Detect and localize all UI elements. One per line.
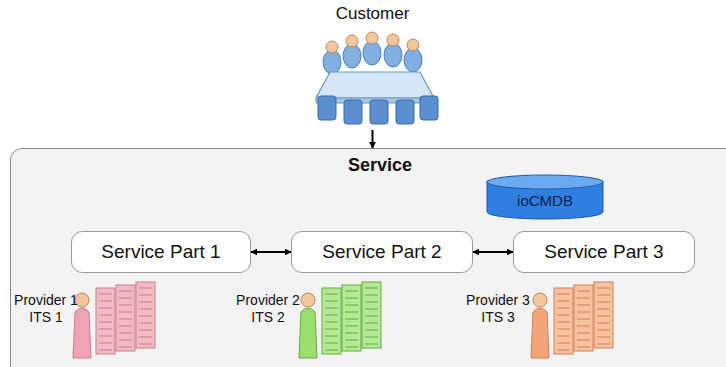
service-panel-fill <box>10 148 726 367</box>
connector-arrow <box>251 251 291 253</box>
node-label: ioCMDB <box>517 186 573 209</box>
service-panel: Service ioCMDB Service Part 1 Service Part … <box>10 148 726 367</box>
customer-meeting-icon <box>316 32 438 124</box>
customer-group: Customer <box>305 4 440 130</box>
group-heading: Customer <box>305 4 440 24</box>
process-box: Service Part 2 <box>291 231 473 273</box>
provider-icon <box>73 282 155 358</box>
provider-icon <box>299 282 381 358</box>
provider-server-icons <box>73 282 613 358</box>
process-box: Service Part 3 <box>513 231 695 273</box>
node-label: Service Part 1 <box>101 241 220 263</box>
process-box: Service Part 1 <box>71 231 251 273</box>
database-cylinder: ioCMDB <box>486 174 604 220</box>
group-heading: Service <box>11 149 726 176</box>
provider-label: Provider 3 ITS 3 <box>462 292 534 326</box>
node-label: Service Part 3 <box>544 241 663 263</box>
connector-arrow <box>473 251 513 253</box>
provider-icon <box>531 282 613 358</box>
provider-label: Provider 2 ITS 2 <box>232 292 304 326</box>
connector-arrow <box>372 130 374 148</box>
node-label: Service Part 2 <box>322 241 441 263</box>
provider-label: Provider 1 ITS 1 <box>10 292 82 326</box>
